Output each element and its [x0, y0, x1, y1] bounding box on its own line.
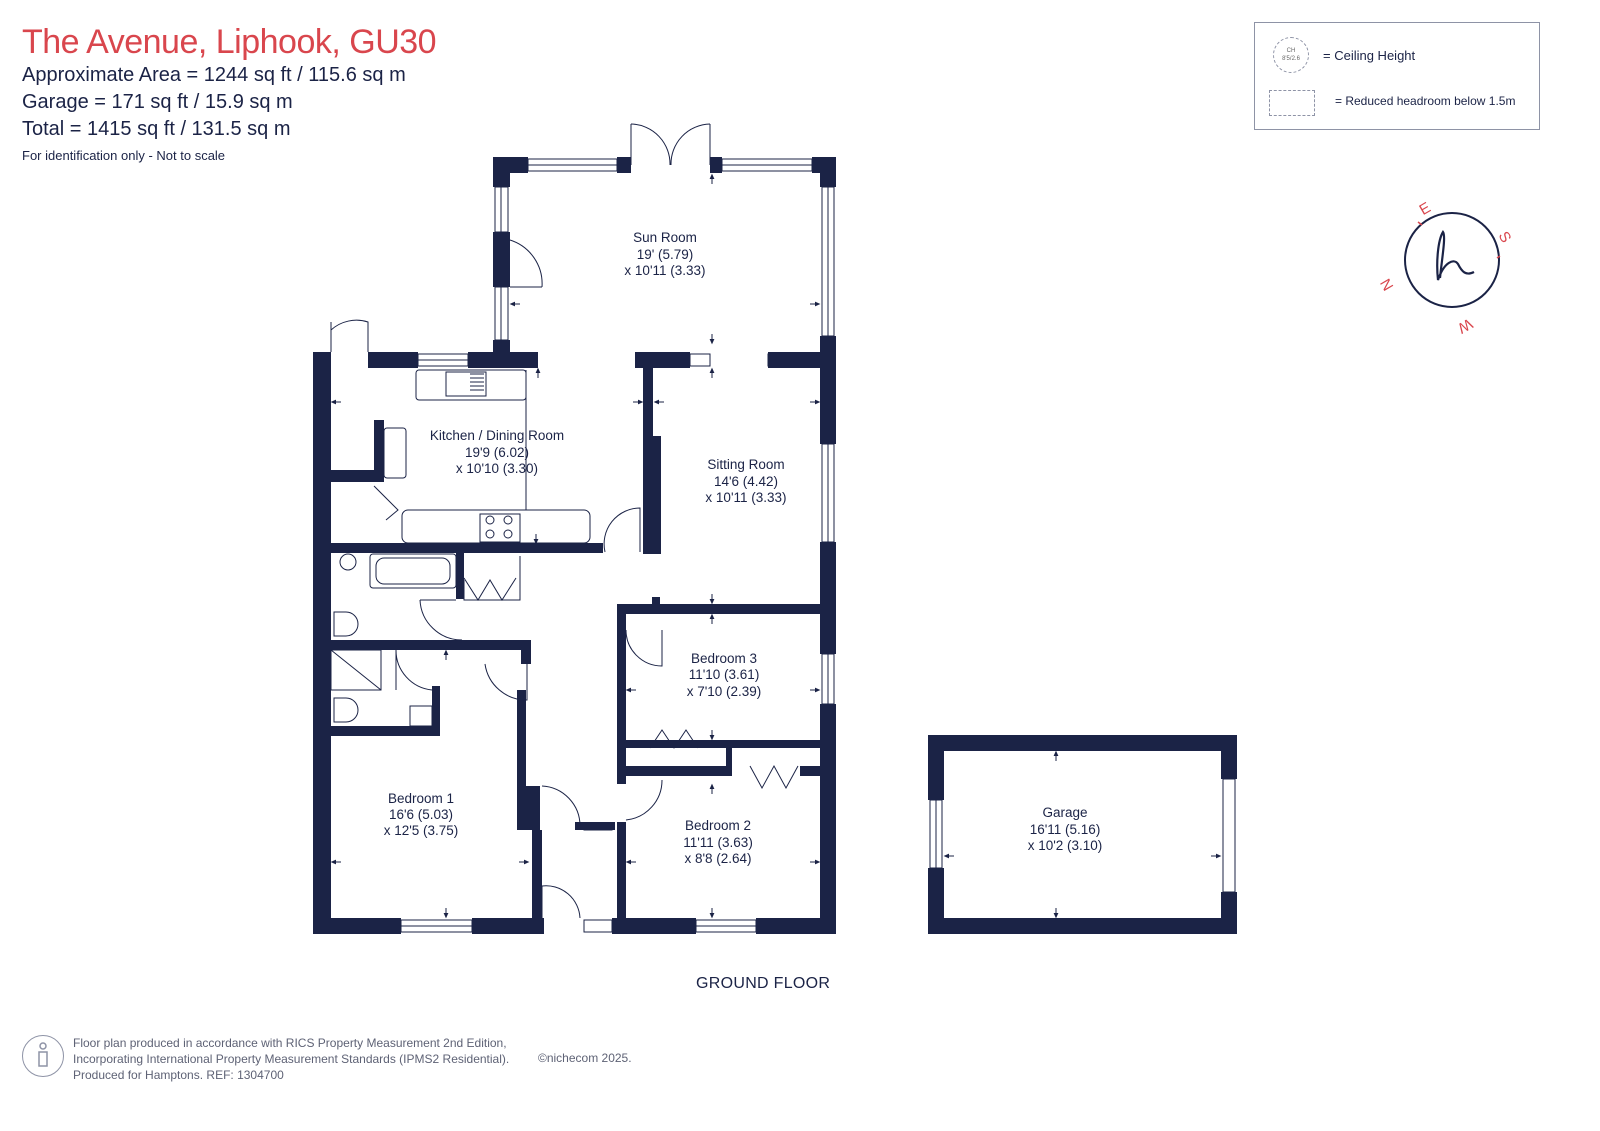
footer-line-2: Incorporating International Property Mea…: [73, 1052, 510, 1066]
compass-n: N: [1377, 275, 1397, 293]
bedroom2-dim1: 11'11 (3.63): [683, 835, 753, 850]
bedroom3-dim1: 11'10 (3.61): [689, 667, 760, 682]
copyright: ©nichecom 2025.: [538, 1051, 632, 1065]
garage-dim1: 16'11 (5.16): [1030, 822, 1101, 837]
sun-room-dim2: x 10'11 (3.33): [624, 263, 705, 278]
total-area: Total = 1415 sq ft / 131.5 sq m: [22, 118, 291, 140]
footer-line-3: Produced for Hamptons. REF: 1304700: [73, 1068, 284, 1082]
sitting-name: Sitting Room: [707, 457, 784, 472]
sun-room-name: Sun Room: [633, 230, 697, 245]
bedroom1-dim2: x 12'5 (3.75): [384, 823, 459, 838]
compass-w: W: [1454, 315, 1475, 337]
compass-logo-icon: [1436, 230, 1475, 281]
garage-area: Garage = 171 sq ft / 15.9 sq m: [22, 91, 293, 113]
kitchen-dim1: 19'9 (6.02): [465, 445, 529, 460]
garage-name: Garage: [1042, 805, 1087, 820]
reduced-headroom-icon: [1269, 90, 1315, 116]
bedroom1-dim1: 16'6 (5.03): [389, 807, 453, 822]
compass: E S W N: [1377, 199, 1514, 337]
info-person-icon: [22, 1035, 64, 1077]
bedroom2-dim2: x 8'8 (2.64): [684, 851, 751, 866]
footer-text: Floor plan produced in accordance with R…: [73, 1035, 509, 1083]
floor-label: GROUND FLOOR: [696, 975, 831, 992]
kitchen-dim2: x 10'10 (3.30): [456, 461, 538, 476]
bedroom3-name: Bedroom 3: [691, 651, 757, 666]
walls: [313, 157, 1237, 934]
property-title: The Avenue, Liphook, GU30: [22, 23, 437, 61]
bedroom2-name: Bedroom 2: [685, 818, 751, 833]
compass-s: S: [1495, 229, 1515, 246]
sun-room-dim1: 19' (5.79): [637, 247, 694, 262]
sitting-dim1: 14'6 (4.42): [714, 474, 778, 489]
header: The Avenue, Liphook, GU30 Approximate Ar…: [22, 22, 437, 166]
footer-line-1: Floor plan produced in accordance with R…: [73, 1036, 507, 1050]
room-labels: Sun Room 19' (5.79) x 10'11 (3.33) Kitch…: [384, 230, 1103, 866]
approximate-area: Approximate Area = 1244 sq ft / 115.6 sq…: [22, 64, 406, 86]
identification-note: For identification only - Not to scale: [22, 148, 226, 163]
garage-dim2: x 10'2 (3.10): [1028, 838, 1103, 853]
bedroom3-dim2: x 7'10 (2.39): [687, 684, 762, 699]
doors: [330, 123, 711, 919]
dimension-arrows: [330, 173, 1222, 919]
ceiling-height-label: = Ceiling Height: [1323, 48, 1416, 63]
sitting-dim2: x 10'11 (3.33): [705, 490, 786, 505]
windows: [314, 158, 1236, 933]
compass-e: E: [1417, 199, 1434, 219]
fixtures: [330, 369, 591, 727]
bedroom1-name: Bedroom 1: [388, 791, 454, 806]
wardrobes: [463, 556, 799, 790]
reduced-headroom-label: = Reduced headroom below 1.5m: [1335, 94, 1516, 108]
kitchen-name: Kitchen / Dining Room: [430, 428, 564, 443]
